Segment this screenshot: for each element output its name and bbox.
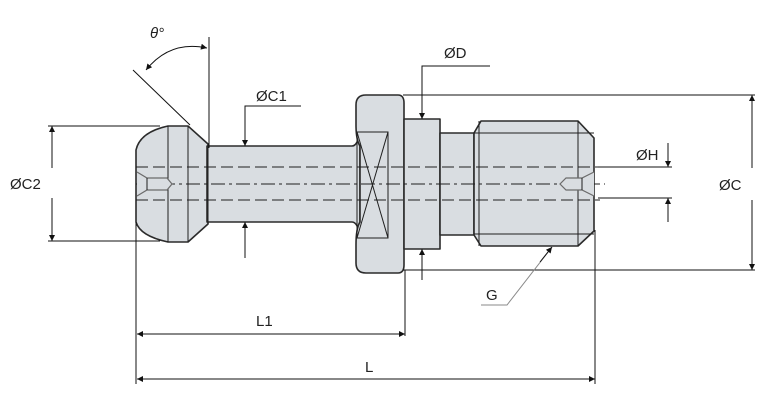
h-dimension: ØH xyxy=(598,143,672,222)
c2-dimension: ØC2 xyxy=(10,125,160,242)
c1-dimension: ØC1 xyxy=(242,88,301,258)
g-leader: G xyxy=(481,246,553,306)
c1-label: ØC1 xyxy=(256,88,287,105)
c-dimension: ØC xyxy=(403,94,755,271)
d-label: ØD xyxy=(444,45,467,62)
c-label: ØC xyxy=(719,177,742,194)
part-edges xyxy=(167,121,594,246)
hidden-lines xyxy=(136,166,605,201)
g-label: G xyxy=(486,287,498,304)
theta-dimension: θ° xyxy=(132,25,210,148)
l-label: L xyxy=(365,359,373,376)
theta-label: θ° xyxy=(150,25,164,42)
c2-label: ØC2 xyxy=(10,176,41,193)
l1-label: L1 xyxy=(256,313,273,330)
center-holes xyxy=(136,171,595,197)
d-dimension: ØD xyxy=(419,45,490,280)
h-label: ØH xyxy=(636,147,659,164)
length-dimensions: L1 L xyxy=(135,222,596,384)
